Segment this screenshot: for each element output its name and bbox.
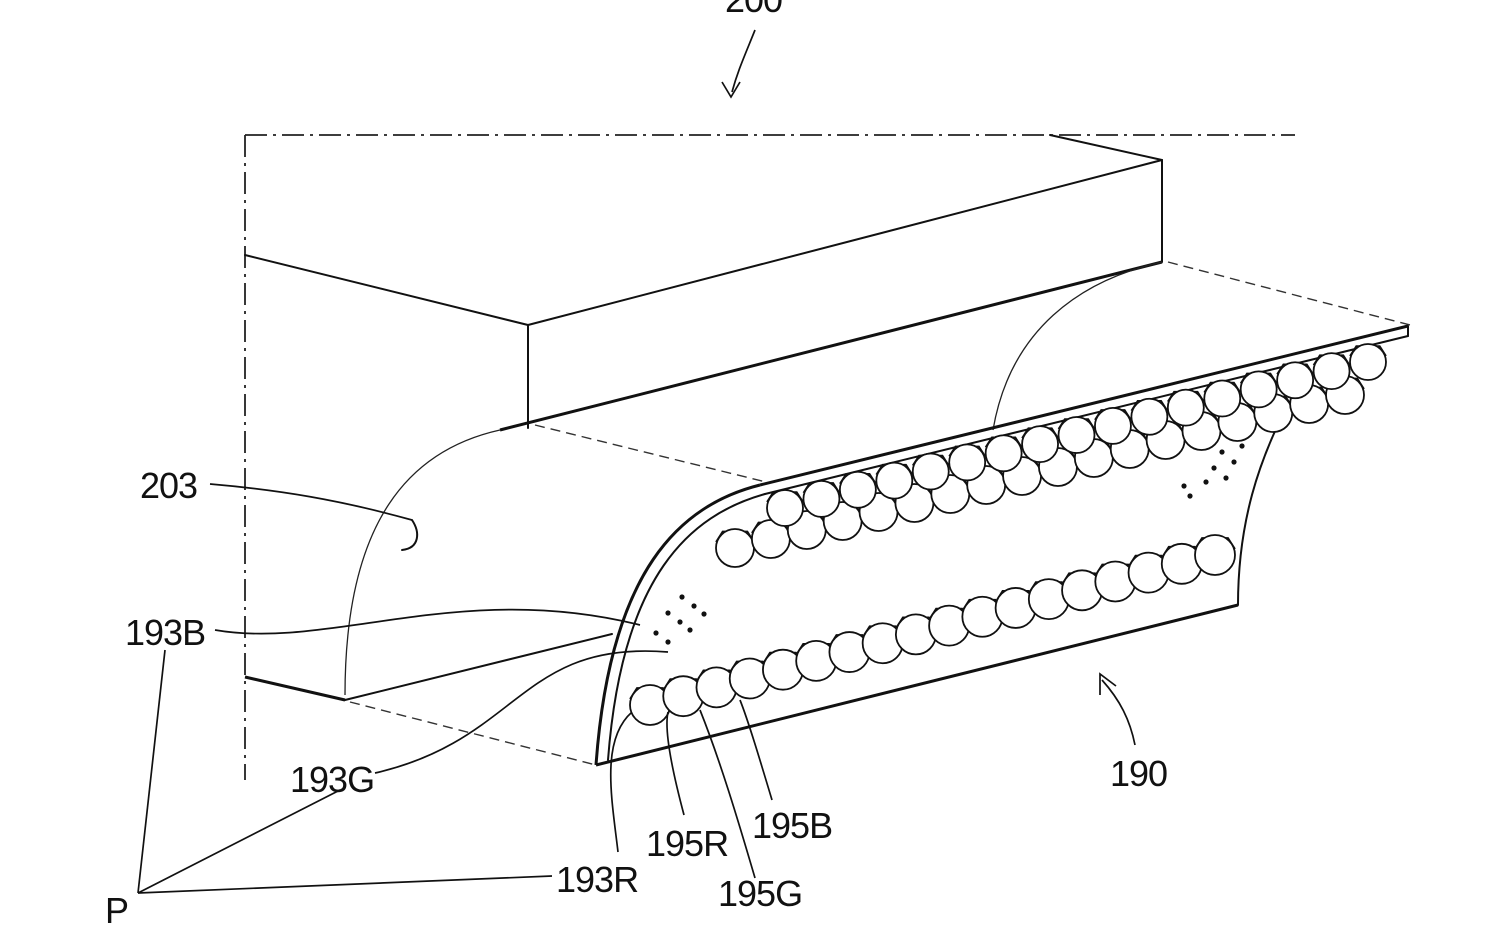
label-195r: 195R — [646, 823, 728, 864]
lens-cell — [1131, 399, 1167, 435]
label-193g: 193G — [290, 759, 374, 800]
lens-row-upper — [716, 344, 1386, 567]
lens-cell — [949, 444, 985, 480]
lens-row-lower — [630, 535, 1235, 725]
label-193b: 193B — [125, 612, 205, 653]
lens-cell — [1168, 390, 1204, 426]
upper-block — [245, 135, 1162, 430]
lens-cell — [1350, 344, 1386, 380]
lens-cell — [767, 490, 803, 526]
lens-cell — [840, 472, 876, 508]
lens-cell — [986, 435, 1022, 471]
lens-cell — [1095, 408, 1131, 444]
lens-cell — [1059, 417, 1095, 453]
lens-cell — [1022, 426, 1058, 462]
lens-cell — [803, 481, 839, 517]
label-193r: 193R — [556, 859, 638, 900]
lens-cell — [1277, 362, 1313, 398]
lens-cell — [1204, 381, 1240, 417]
label-p: P — [105, 890, 128, 931]
label-195g: 195G — [718, 873, 802, 914]
label-203: 203 — [140, 465, 197, 506]
lens-cell — [1314, 353, 1350, 389]
lens-cell — [716, 529, 754, 567]
lens-cell — [913, 454, 949, 490]
lens-cell — [1241, 371, 1277, 407]
label-190: 190 — [1110, 753, 1167, 794]
lens-cell — [1195, 535, 1235, 575]
lens-cell — [876, 463, 912, 499]
label-195b: 195B — [752, 805, 832, 846]
label-200: 200 — [725, 0, 782, 20]
